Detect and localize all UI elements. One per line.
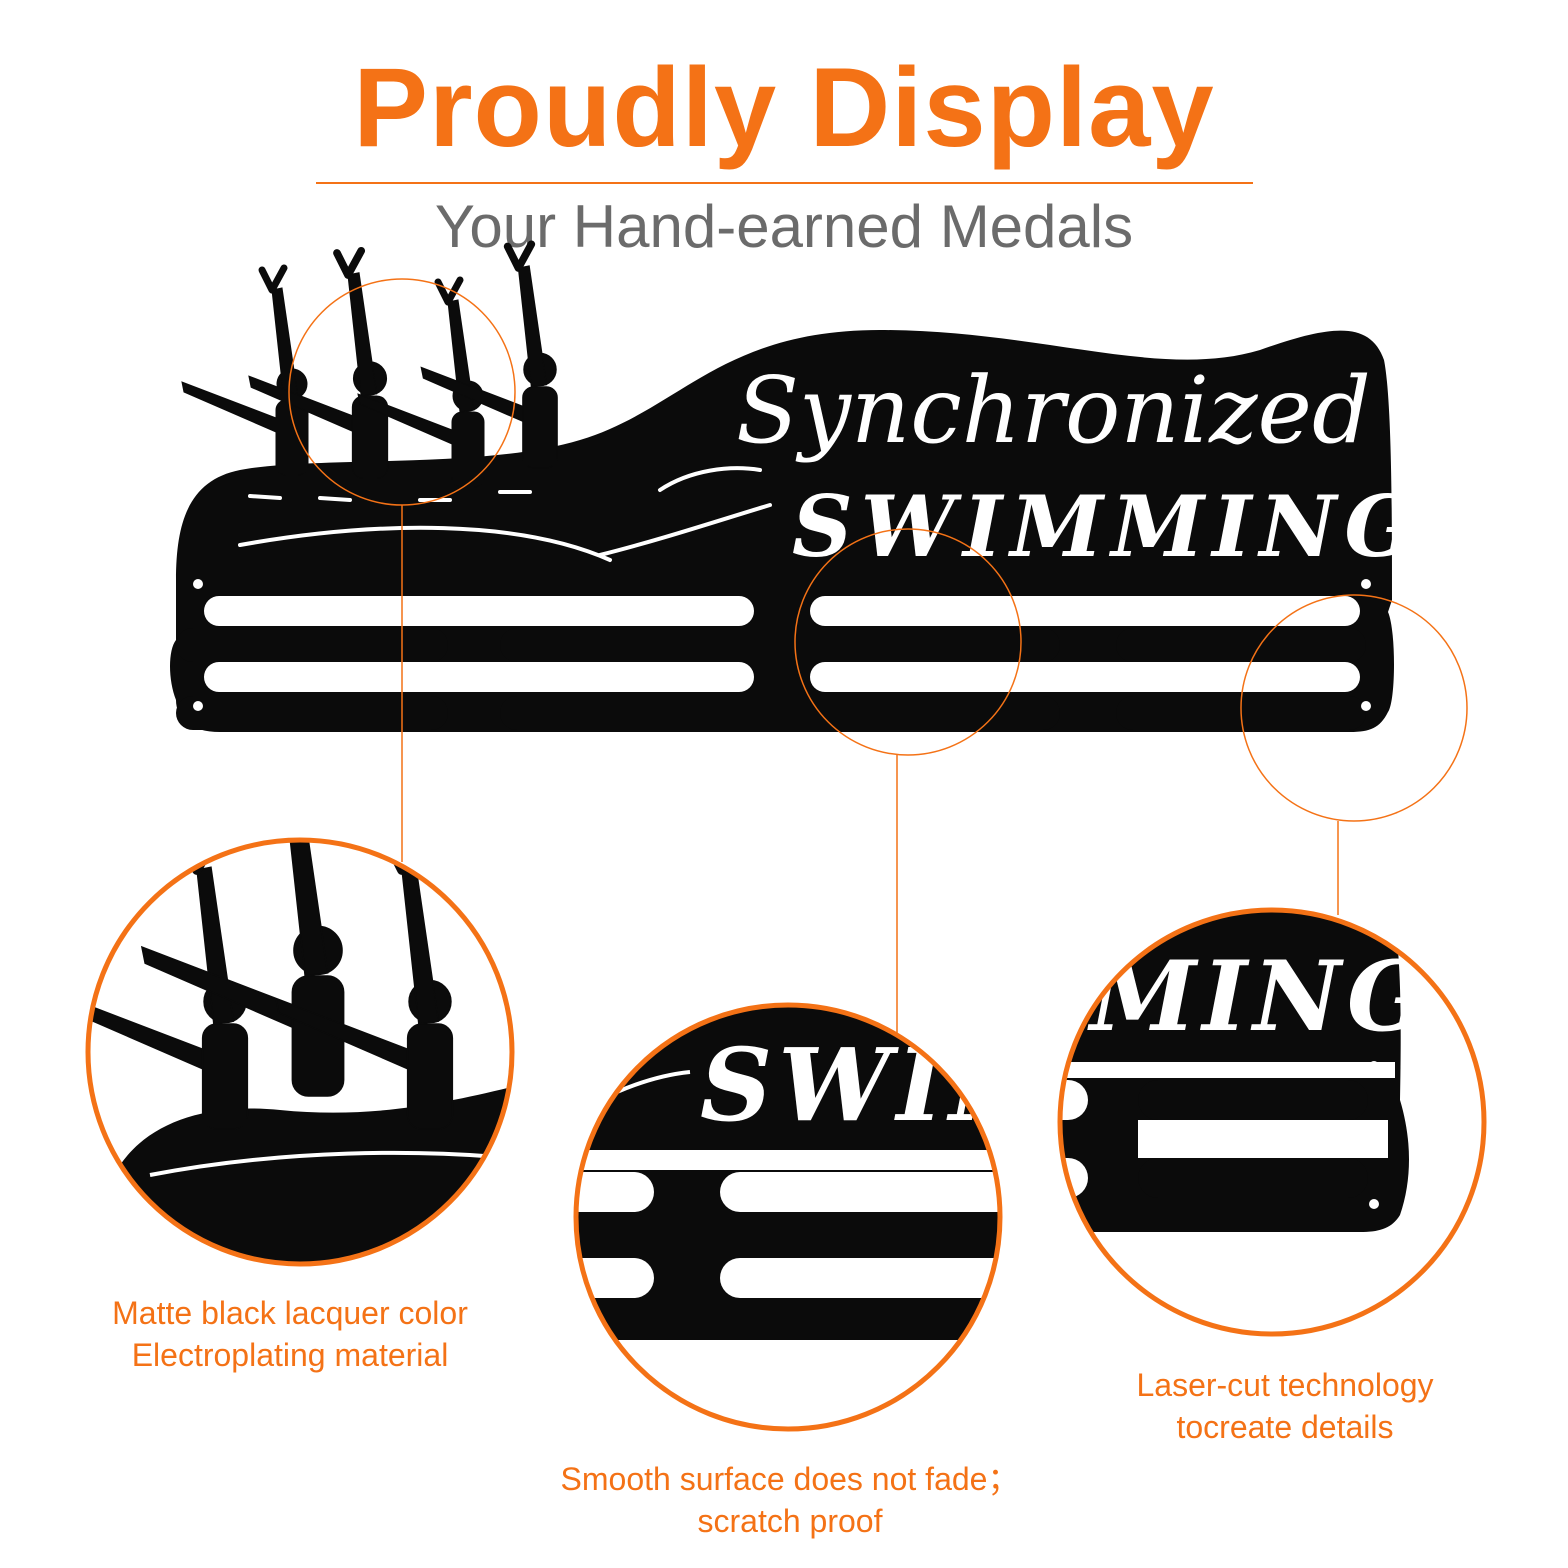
caption-laser-line2: tocreate details [1176, 1409, 1394, 1445]
caption-surface-line1: Smooth surface does not fade； [560, 1461, 1020, 1497]
caption-surface: Smooth surface does not fade； scratch pr… [490, 1458, 1090, 1542]
zoom-circle-lettering: SWIM [573, 1002, 1066, 1432]
caption-laser-line1: Laser-cut technology [1136, 1367, 1434, 1403]
zoom-circle-swimmers [85, 837, 515, 1267]
zoom-center-text: SWIM [700, 1026, 1066, 1144]
zoom-right-text: MING [1087, 940, 1435, 1053]
caption-material: Matte black lacquer color Electroplating… [60, 1292, 520, 1376]
medal-hanger: Synchronized SWIMMING [170, 244, 1424, 732]
zoom-circle-edge: MING [1057, 907, 1487, 1337]
caption-surface-line2: scratch proof [697, 1503, 883, 1539]
title-divider [316, 182, 1253, 184]
caption-material-line1: Matte black lacquer color [112, 1295, 468, 1331]
page-title: Proudly Display [353, 45, 1215, 170]
page-subtitle: Your Hand-earned Medals [434, 193, 1134, 260]
caption-laser: Laser-cut technology tocreate details [1060, 1364, 1510, 1448]
block-cutout-text: SWIMMING [792, 477, 1424, 576]
script-cutout-text: Synchronized [736, 357, 1371, 464]
callout-lines [288, 278, 1468, 1035]
caption-material-line2: Electroplating material [131, 1337, 449, 1373]
